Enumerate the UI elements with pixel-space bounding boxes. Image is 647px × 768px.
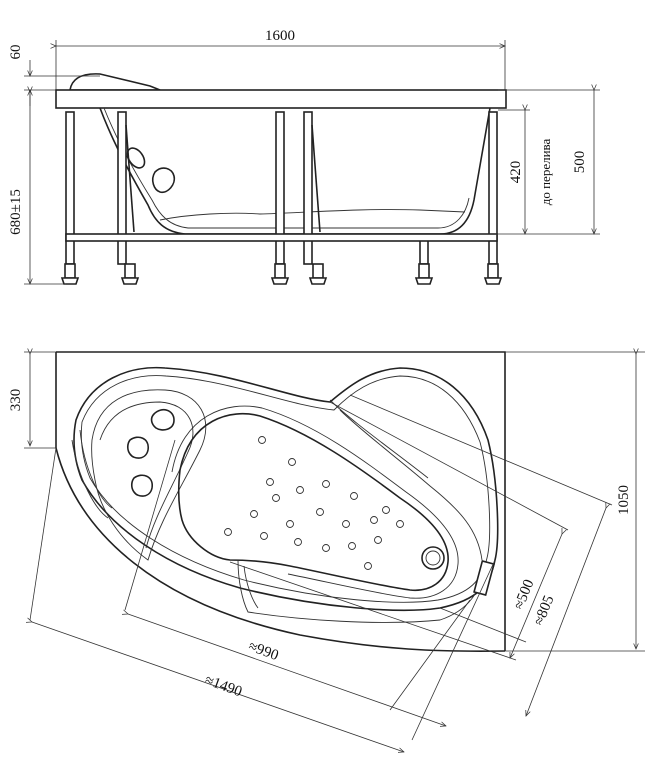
outer-length-label: ≈1490 (203, 672, 244, 700)
head-jet-1 (150, 408, 175, 431)
total-depth-label: 1050 (616, 485, 632, 515)
headrest-top (71, 439, 109, 519)
side-jet-1 (126, 147, 146, 169)
head-jet-2 (126, 436, 149, 459)
side-view: 1600 60 680±15 420 до перелива 500 (8, 28, 600, 285)
inner-length-label: ≈990 (246, 638, 280, 664)
overflow-control (473, 560, 495, 596)
head-jet-3 (130, 474, 153, 497)
drain-inner (425, 550, 441, 566)
side-jet-2 (152, 167, 176, 194)
drain-outer (421, 546, 445, 570)
inset-label: 330 (8, 389, 24, 412)
outline-frame (56, 351, 506, 651)
height-label: 680±15 (8, 189, 24, 235)
depth-label: 500 (572, 151, 588, 174)
support-frame (65, 111, 498, 265)
tub-outer-edge (73, 366, 499, 612)
rim-label: 60 (8, 45, 24, 60)
overflow-height-label: 420 (508, 161, 524, 184)
overflow-note: до перелива (538, 139, 553, 206)
air-jets (224, 436, 404, 570)
inner-bowl (177, 412, 449, 591)
headrest (69, 73, 161, 91)
tub-rim (55, 89, 507, 109)
top-view: 330 1050 ≈500 ≈805 ≈990 ≈1490 (8, 352, 645, 752)
adjustable-feet (60, 263, 503, 285)
width-label: 1600 (265, 28, 295, 44)
inner-depth-label: ≈500 (511, 577, 537, 611)
